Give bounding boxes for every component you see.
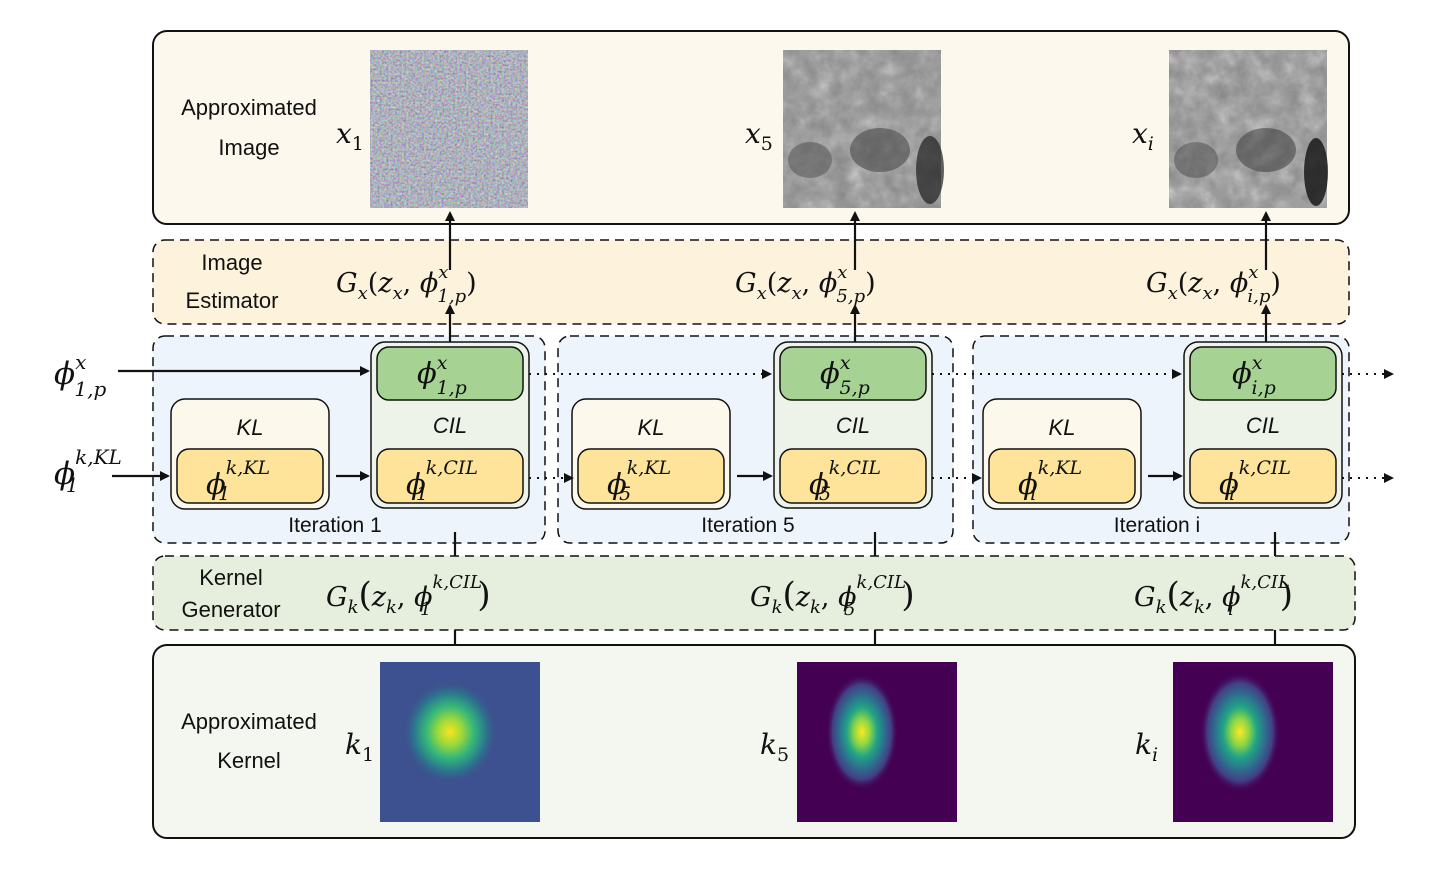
cil-title-i: CIL: [1246, 413, 1280, 438]
cil-param-i: [1189, 448, 1337, 504]
iteration-i-title: Iteration i: [1114, 514, 1200, 537]
estimator-label-1: Image: [201, 250, 262, 275]
phi-x-param-5: [779, 346, 927, 401]
x5-label: x5: [745, 117, 773, 155]
kl-title-i: KL: [1049, 415, 1076, 440]
xi-label: xi: [1132, 117, 1154, 155]
kl-param-5: [577, 448, 725, 504]
kernel-panel-label-1: Approximated: [181, 709, 317, 734]
k1-label: k1: [345, 728, 374, 766]
cil-param-5: [779, 448, 927, 504]
estimator-label-2: Estimator: [186, 288, 279, 313]
kernel-ki: [1173, 662, 1333, 822]
k5-label: k5: [760, 728, 789, 766]
kl-title-5: KL: [638, 415, 665, 440]
image-x5: [783, 50, 944, 208]
kl-param-i: [988, 448, 1136, 504]
image-x1: [370, 50, 528, 208]
kl-param-1: [176, 448, 324, 504]
cil-title-1: CIL: [433, 413, 467, 438]
image-panel-label-1: Approximated: [181, 95, 317, 120]
iteration-1-title: Iteration 1: [288, 514, 381, 537]
kernel-k5: [797, 662, 957, 822]
kernel-k1: [380, 662, 540, 822]
x1-label: x1: [336, 117, 364, 155]
kl-title-1: KL: [237, 415, 264, 440]
ki-label: ki: [1135, 728, 1158, 766]
iteration-5-title: Iteration 5: [701, 514, 794, 537]
phi-x-param-1: [376, 346, 524, 401]
image-panel-label-2: Image: [218, 135, 279, 160]
dotted-arrows: [529, 369, 1394, 483]
kernel-panel-label-2: Kernel: [217, 748, 281, 773]
kernel-generator-band: [152, 555, 1356, 631]
generator-label-2: Generator: [181, 597, 280, 622]
generator-label-1: Kernel: [199, 565, 263, 590]
image-xi: [1169, 50, 1328, 208]
phi-x-param-i: [1189, 346, 1337, 401]
cil-title-5: CIL: [836, 413, 870, 438]
image-estimator-band: [152, 239, 1350, 325]
cil-param-1: [376, 448, 524, 504]
